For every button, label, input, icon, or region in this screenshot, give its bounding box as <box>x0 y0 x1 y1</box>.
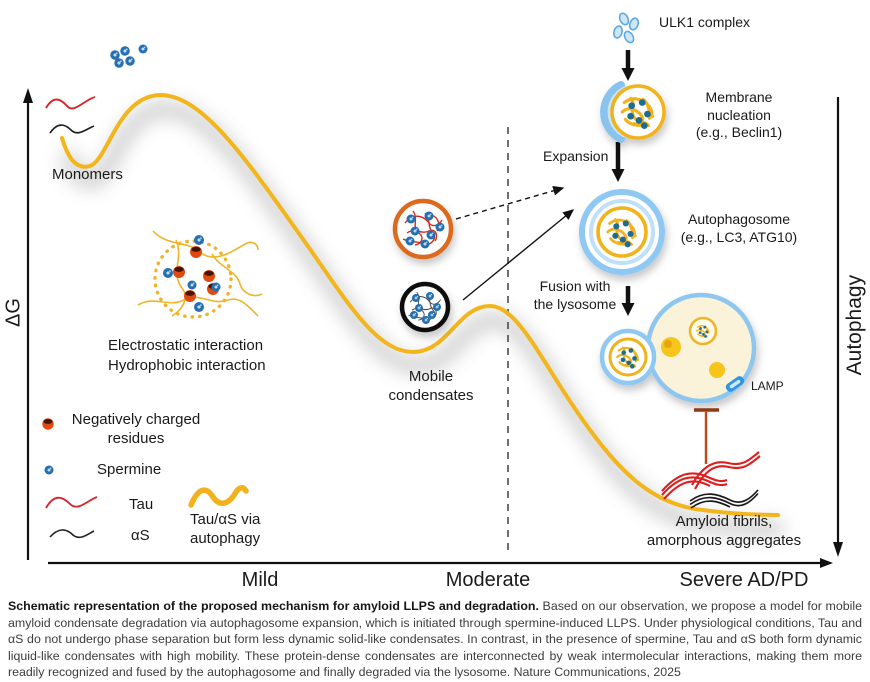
caption-body-text: Based on our observation, we propose a m… <box>8 599 862 680</box>
legend-as-label: αS <box>131 527 150 544</box>
autophagosome-vesicle <box>579 189 665 275</box>
spermine-cluster <box>109 44 148 69</box>
membrane-nucleation-vesicle <box>600 81 666 143</box>
hydrophobic-label: Hydrophobic interaction <box>108 357 266 374</box>
lysosome-fusion <box>599 292 757 404</box>
curve-shadow <box>59 100 784 537</box>
expansion-label: Expansion <box>543 148 609 164</box>
inhibition-tbar <box>694 408 719 464</box>
tau-condensate <box>392 198 454 260</box>
mobile-condensates-label: Mobile condensates <box>388 368 474 404</box>
amyloid-fibrils-icon <box>661 451 761 509</box>
as-condensate <box>399 281 451 333</box>
fusion-lysosome-label: Fusion with the lysosome <box>533 278 617 312</box>
legend-spermine-label: Spermine <box>97 461 162 478</box>
membrane-nucleation-label: Membrane nucleation (e.g., Beclin1) <box>695 89 783 140</box>
x-axis-mild-label: Mild <box>241 569 279 591</box>
engulfment-arrow <box>462 209 575 301</box>
amyloid-fibrils-label: Amyloid fibrils, amorphous aggregates <box>646 513 802 549</box>
lamp-label: LAMP <box>751 379 784 393</box>
figure-caption: Schematic representation of the proposed… <box>8 598 862 681</box>
expansion-dashed-arrow <box>455 186 565 220</box>
legend-tau-as-autophagy-label: Tau/αS via autophagy <box>190 511 261 547</box>
right-axis <box>833 97 843 557</box>
left-axis <box>23 88 33 560</box>
interaction-condensate <box>137 230 263 319</box>
y-axis-left-label: ΔG <box>2 298 25 327</box>
ulk1-complex-icon <box>613 12 640 44</box>
legend-tau-label: Tau <box>129 496 154 513</box>
energy-curve <box>60 92 780 517</box>
x-axis-severe-label: Severe AD/PD <box>679 569 809 591</box>
caption-bold-title: Schematic representation of the proposed… <box>8 599 539 613</box>
autophagosome-label: Autophagosome (e.g., LC3, ATG10) <box>680 211 798 245</box>
legend-icons <box>42 418 249 539</box>
legend-negatively-charged-label: Negatively charged residues <box>71 411 201 447</box>
x-axis-moderate-label: Moderate <box>445 569 531 591</box>
monomer-waves <box>45 96 96 134</box>
y-axis-right-label: Autophagy <box>842 274 866 376</box>
ulk1-label: ULK1 complex <box>659 14 751 30</box>
pipeline-arrows <box>611 50 635 316</box>
monomers-label: Monomers <box>52 166 123 183</box>
electrostatic-label: Electrostatic interaction <box>108 337 264 354</box>
bottom-axis <box>48 558 833 568</box>
